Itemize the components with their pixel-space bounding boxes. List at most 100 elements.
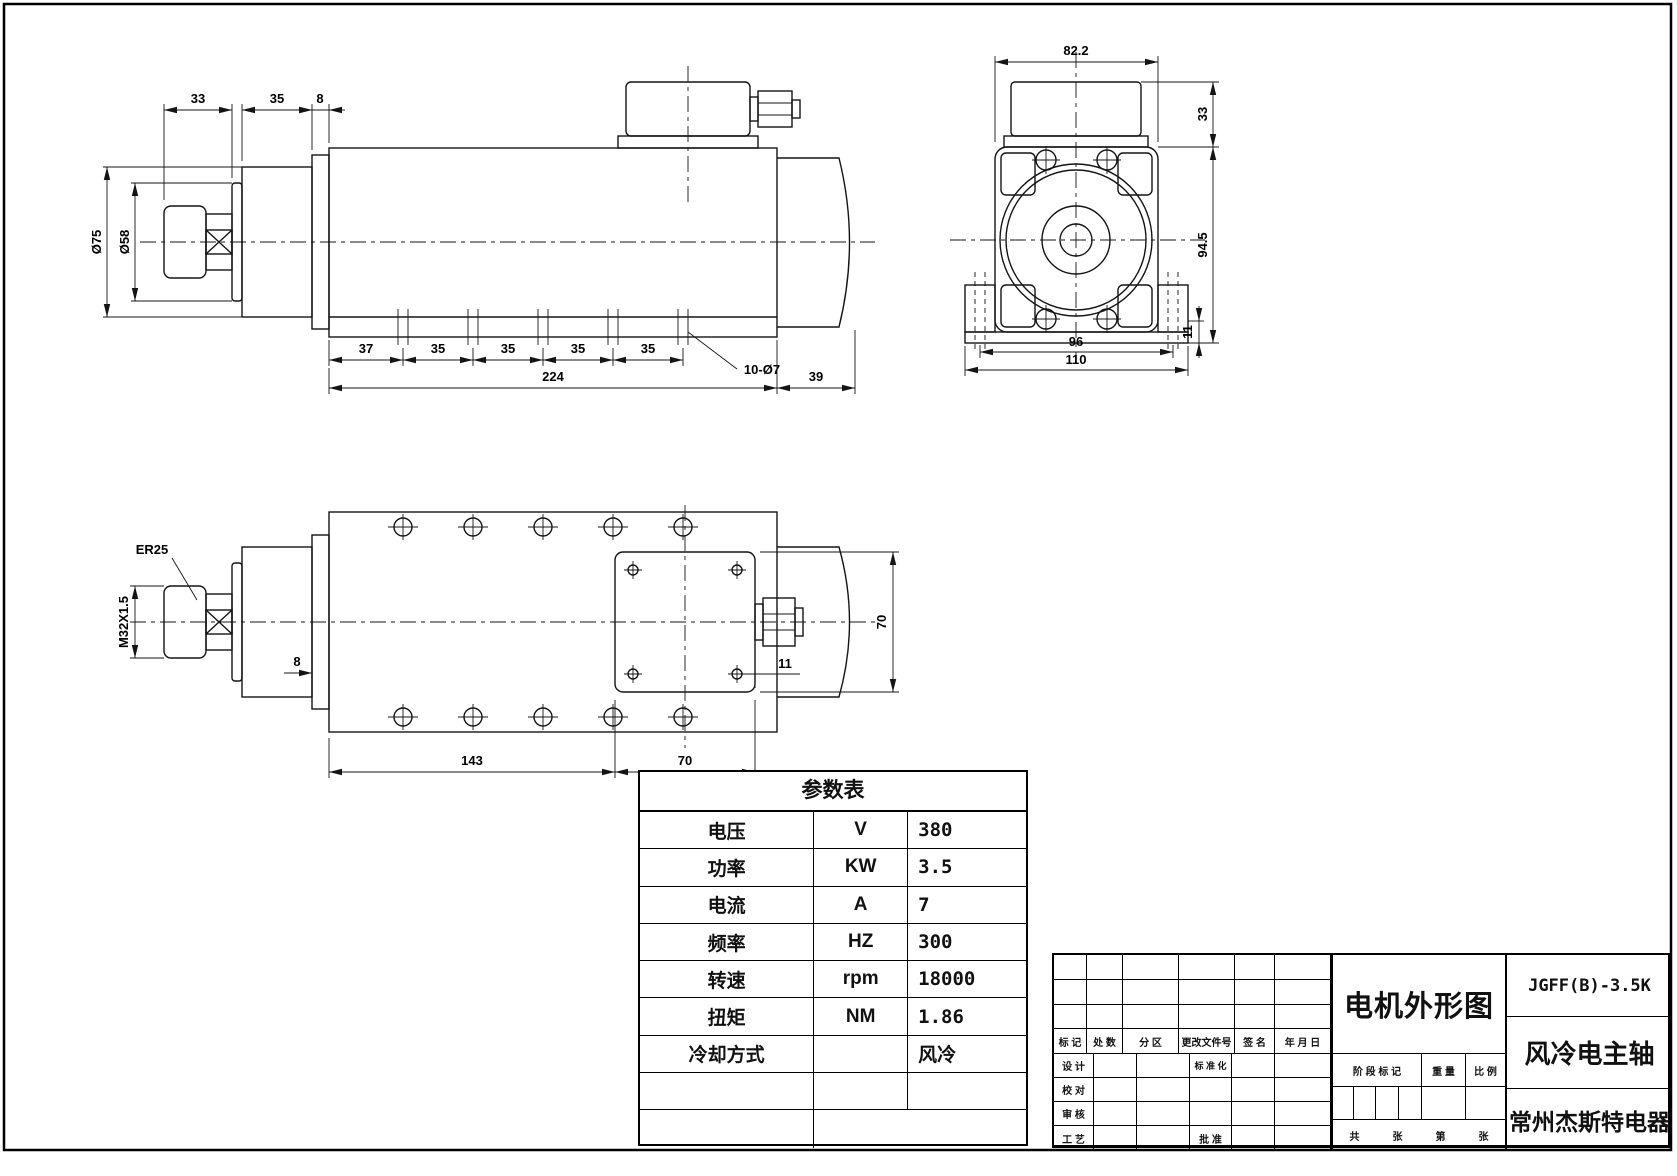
title-block: 标 记 处 数 分 区 更改文件号 签 名 年 月 日 设 计 标 准 化 校 …	[1052, 953, 1672, 1150]
dim-cap-diameter: Ø58	[117, 230, 132, 255]
sheet-border	[2, 2, 1673, 1152]
table-row-empty	[640, 1110, 1026, 1148]
dim-body-length: 224	[542, 369, 564, 384]
rev-cell	[1235, 1005, 1275, 1029]
rev-cell	[1054, 955, 1087, 980]
sig-cell	[1190, 1102, 1232, 1126]
rev-cell	[1123, 980, 1179, 1005]
dim-step: 8	[293, 654, 300, 669]
sig-review: 审 核	[1054, 1102, 1094, 1126]
stage-cell	[1331, 1087, 1353, 1120]
drawing-title: 电机外形图	[1331, 955, 1505, 1054]
side-view-drawing: 10-Ø7 33 35 8 Ø75 Ø58	[89, 66, 875, 394]
sig-cell	[1137, 1054, 1190, 1078]
dim-frame-width: 82.2	[1063, 43, 1088, 58]
rev-cell	[1275, 1005, 1331, 1029]
rev-header-count: 处 数	[1087, 1029, 1123, 1054]
scale-label: 比 例	[1465, 1054, 1505, 1087]
sheet-number-label: 第	[1435, 1131, 1446, 1143]
model-number: JGFF(B)-3.5K	[1505, 955, 1672, 1017]
sheet-zhang-label2: 张	[1478, 1131, 1489, 1143]
dim-body-height: 94.5	[1195, 232, 1210, 257]
stage-cell	[1398, 1087, 1421, 1120]
dim-plate-offset: 11	[778, 656, 792, 671]
dim-junction-box-width: 70	[874, 615, 889, 629]
dim-collet-length: 33	[191, 91, 205, 106]
sig-cell	[1232, 1126, 1275, 1150]
rev-cell	[1087, 980, 1123, 1005]
dim-front-length: 35	[270, 91, 284, 106]
sig-cell	[1232, 1078, 1275, 1102]
rev-cell	[1087, 955, 1123, 980]
table-row-empty	[640, 1073, 1026, 1111]
rev-cell	[1123, 1005, 1179, 1029]
sig-process: 工 艺	[1054, 1126, 1094, 1150]
sheet-zhang-label: 张	[1392, 1131, 1403, 1143]
rev-header-zone: 分 区	[1123, 1029, 1179, 1054]
sig-cell	[1275, 1102, 1331, 1126]
weight-label: 重 量	[1421, 1054, 1465, 1087]
dim-base-width: 110	[1066, 352, 1087, 367]
sig-cell	[1094, 1102, 1137, 1126]
rev-header-mark: 标 记	[1054, 1029, 1087, 1054]
sig-cell	[1275, 1054, 1331, 1078]
sig-cell	[1275, 1126, 1331, 1150]
rev-cell	[1235, 955, 1275, 980]
dim-hole-3: 35	[501, 341, 515, 356]
company-name: 常州杰斯特电器	[1505, 1089, 1672, 1150]
dim-tail-length: 39	[809, 369, 823, 384]
rev-cell	[1179, 955, 1235, 980]
dim-box-length: 70	[678, 753, 692, 768]
rev-cell	[1179, 1005, 1235, 1029]
rev-header-sign: 签 名	[1235, 1029, 1275, 1054]
rev-cell	[1123, 955, 1179, 980]
sig-cell	[1137, 1078, 1190, 1102]
sheet-count-row: 共 张 第 张	[1331, 1120, 1505, 1150]
dim-foot-height: 11	[1180, 325, 1195, 339]
stage-cell	[1375, 1087, 1398, 1120]
weight-cell	[1421, 1087, 1465, 1120]
dim-front-to-box: 143	[461, 753, 483, 768]
rev-header-date: 年 月 日	[1275, 1029, 1331, 1054]
sig-check: 校 对	[1054, 1078, 1094, 1102]
rev-cell	[1275, 955, 1331, 980]
sig-cell	[1190, 1078, 1232, 1102]
dim-hole-1: 37	[359, 341, 373, 356]
sig-cell	[1232, 1102, 1275, 1126]
dim-front-diameter: Ø75	[89, 230, 104, 255]
dim-box-height: 33	[1195, 107, 1210, 121]
sig-cell	[1094, 1054, 1137, 1078]
rev-cell	[1087, 1005, 1123, 1029]
parameter-table-title: 参数表	[640, 772, 1026, 812]
dim-thread: M32X1.5	[116, 596, 131, 648]
table-row: 冷却方式风冷	[640, 1035, 1026, 1074]
rev-cell	[1179, 980, 1235, 1005]
hole-callout: 10-Ø7	[744, 362, 780, 377]
dim-hole-4: 35	[571, 341, 585, 356]
sheet-total-label: 共	[1349, 1131, 1360, 1143]
stage-mark-label: 阶 段 标 记	[1331, 1054, 1421, 1087]
collet-callout: ER25	[136, 542, 169, 557]
rev-header-docno: 更改文件号	[1179, 1029, 1235, 1054]
product-name: 风冷电主轴	[1505, 1017, 1672, 1089]
end-view-drawing: 82.2 33 94.5 11 96 110	[950, 43, 1219, 376]
rev-cell	[1054, 1005, 1087, 1029]
top-view-drawing: ER25 M32X1.5 8 11 70	[116, 505, 899, 778]
dim-bolt-span: 96	[1069, 334, 1083, 349]
rev-cell	[1275, 980, 1331, 1005]
sig-approve: 批 准	[1190, 1126, 1232, 1150]
rev-cell	[1054, 980, 1087, 1005]
sig-cell	[1275, 1078, 1331, 1102]
sig-cell	[1137, 1102, 1190, 1126]
sig-cell	[1137, 1126, 1190, 1150]
sig-cell	[1094, 1078, 1137, 1102]
dim-hole-5: 35	[641, 341, 655, 356]
